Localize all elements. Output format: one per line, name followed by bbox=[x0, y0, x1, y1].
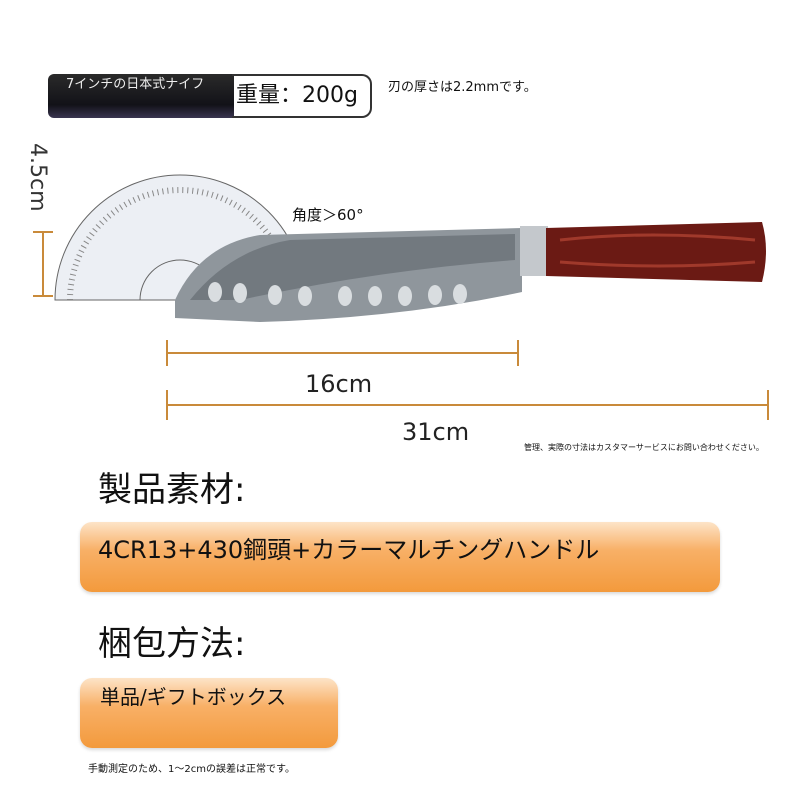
footer-note: 手動測定のため、1〜2cmの誤差は正常です。 bbox=[88, 764, 295, 775]
product-label: 7インチの日本式ナイフ bbox=[48, 74, 234, 118]
knife-illustration bbox=[33, 174, 769, 420]
material-heading: 製品素材: bbox=[98, 470, 246, 510]
height-bracket bbox=[33, 231, 53, 297]
total-length-line bbox=[166, 390, 769, 420]
dimension-note: 管理、実際の寸法はカスタマーサービスにお問い合わせください。 bbox=[524, 443, 764, 452]
packaging-heading: 梱包方法: bbox=[98, 624, 246, 664]
material-value: 4CR13+430鋼頭+カラーマルチングハンドル bbox=[80, 522, 720, 592]
knife-blade-icon bbox=[175, 228, 522, 322]
knife-bolster bbox=[520, 226, 548, 276]
total-length-label: 31cm bbox=[402, 418, 470, 446]
weight-label: 重量：200g bbox=[232, 74, 372, 118]
thickness-label: 刃の厚さは2.2mmです。 bbox=[388, 80, 537, 95]
packaging-value: 単品/ギフトボックス bbox=[80, 678, 338, 748]
angle-label: 角度＞60° bbox=[292, 206, 364, 224]
knife-handle-icon bbox=[546, 222, 766, 282]
blade-length-line bbox=[166, 340, 519, 366]
blade-length-label: 16cm bbox=[305, 370, 373, 398]
